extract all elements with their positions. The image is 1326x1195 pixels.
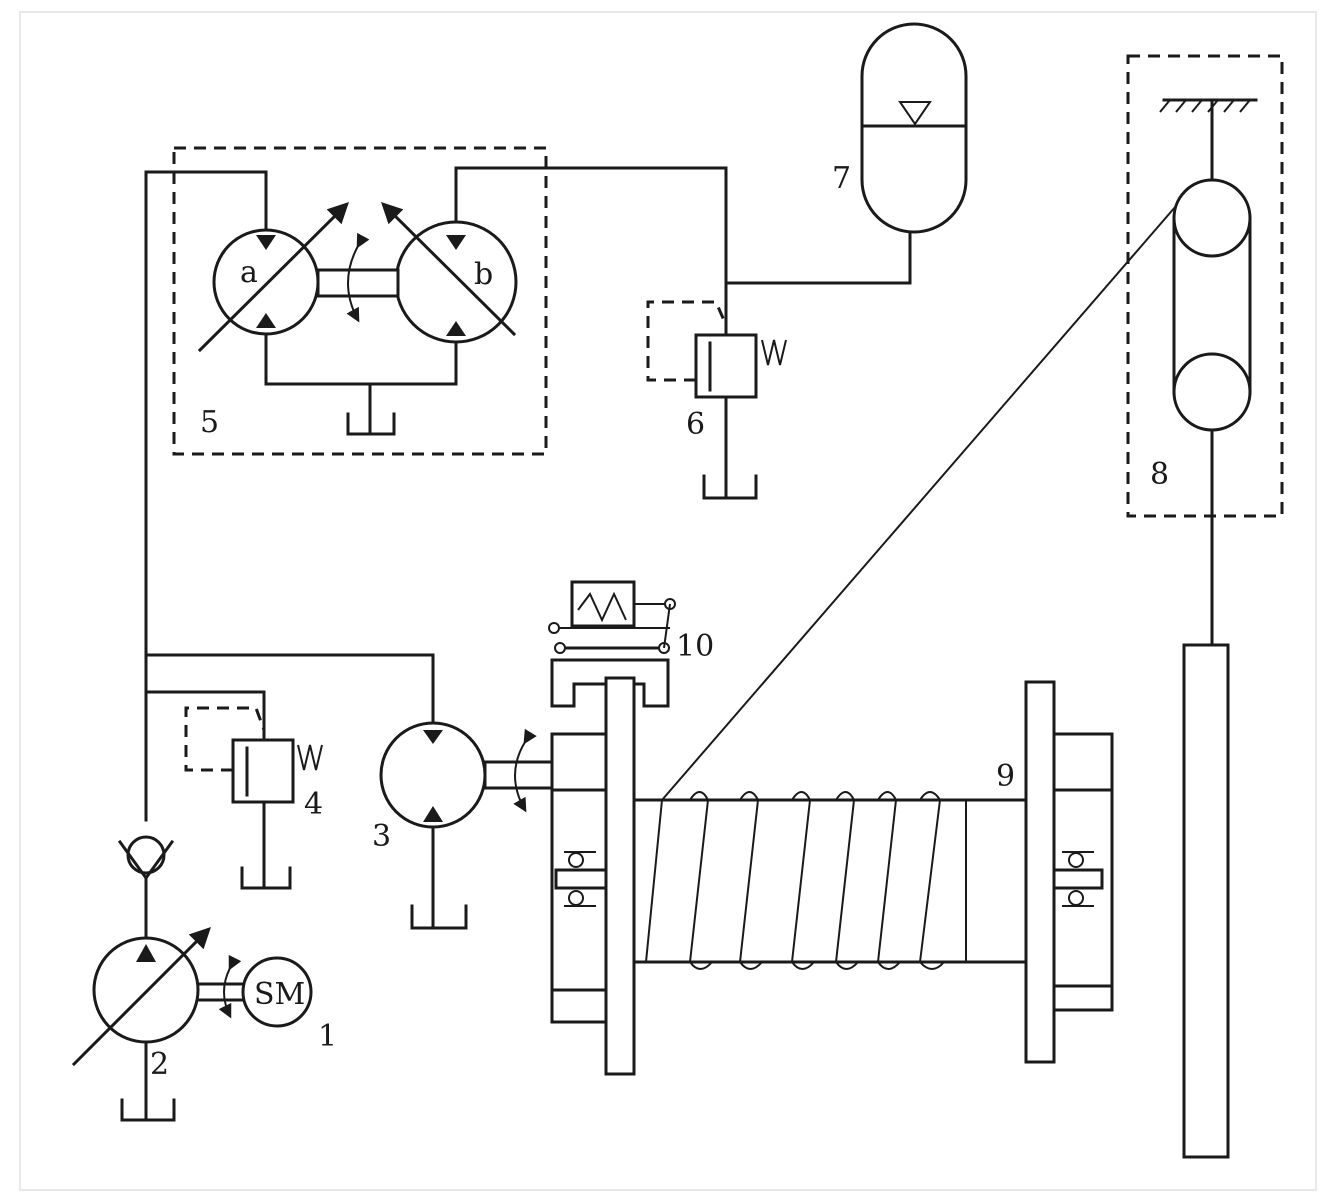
relief-valve-4: 4 (184, 706, 323, 890)
label-7: 7 (832, 161, 851, 196)
electric-motor-sm: SM 1 (241, 956, 337, 1054)
label-10: 10 (676, 629, 714, 664)
wire-rope (661, 205, 1177, 801)
load-mass (1182, 643, 1230, 1159)
label-2: 2 (150, 1047, 169, 1082)
label-9: 9 (996, 759, 1015, 794)
label-5: 5 (200, 405, 219, 440)
secondary-unit-5: a b 5 (172, 146, 548, 456)
label-a: a (240, 255, 258, 290)
check-valve (117, 835, 175, 881)
relief-valve-6: 6 (646, 300, 787, 500)
brake-10: 10 (548, 580, 714, 708)
pulley-block-8: 8 (1126, 54, 1284, 647)
sm-symbol-text: SM (254, 977, 305, 1012)
label-1: 1 (318, 1019, 337, 1054)
figure-frame (19, 11, 1317, 1191)
drum-9: 9 (550, 676, 1114, 1076)
hydraulic-lines (144, 166, 912, 946)
label-6: 6 (686, 407, 705, 442)
variable-displacement-pump: 2 (71, 927, 245, 1122)
accumulator-7: 7 (832, 22, 968, 234)
label-4: 4 (304, 787, 323, 822)
label-3: 3 (372, 819, 391, 854)
label-b: b (474, 257, 493, 292)
label-8: 8 (1150, 457, 1169, 492)
